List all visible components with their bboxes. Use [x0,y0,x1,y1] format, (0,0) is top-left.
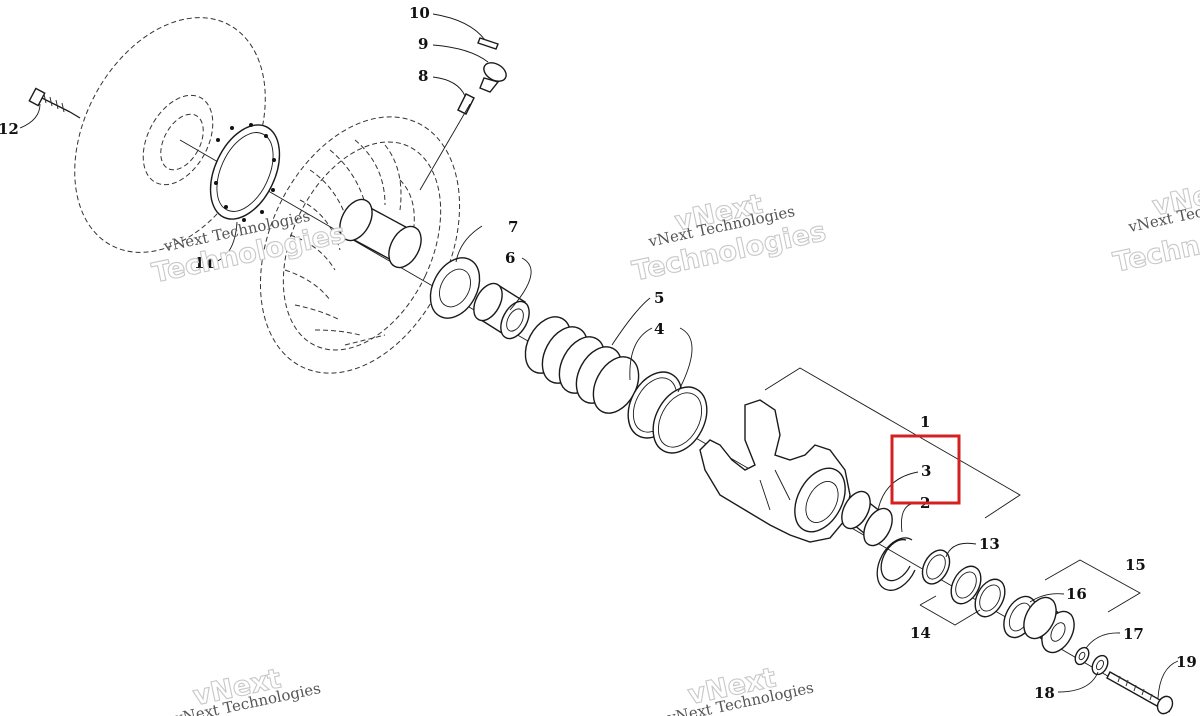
callout-10: 10 [409,4,430,22]
part-5-spring [524,316,640,414]
callout-11: 11 [194,254,215,272]
callout-17: 17 [1123,625,1144,643]
part-18-washer [1091,654,1109,676]
part-11-ring-plate [209,123,281,222]
callout-7: 7 [508,218,518,236]
part-8-pin [457,93,475,115]
callout-19: 19 [1176,653,1197,671]
watermark-right: vNext Technologies vNext Technologies [1110,173,1200,279]
callout-18: 18 [1034,684,1055,702]
watermark-bottom-left: vNext vNext Technologies [172,663,322,716]
part-3-bushing [841,490,893,547]
part-2-snap-ring [876,537,916,591]
callout-8: 8 [418,67,428,85]
leader-lines [19,13,1179,699]
part-19-bolt [1106,671,1174,715]
part-9-knob [479,62,507,93]
part-6-bushing [473,282,530,340]
part-4-rings [627,371,708,454]
callout-3: 3 [921,462,931,480]
callout-15: 15 [1125,556,1146,574]
part-13-ring [921,549,951,585]
callout-16: 16 [1066,585,1087,603]
watermark-center: vNext Technologies vNext Technologies [629,188,829,288]
part-15-cap [1023,596,1075,654]
part-7-washer [429,257,481,319]
sheave-hub [339,198,422,269]
callout-13: 13 [979,535,1000,553]
part-17-washer [1074,646,1090,666]
watermark-bottom-center: vNext vNext Technologies [665,662,815,716]
part-14-rings [950,565,1006,618]
callout-12: 12 [0,120,19,138]
callout-9: 9 [418,35,428,53]
callout-14: 14 [910,624,931,642]
part-1-housing [699,399,851,543]
pin-axis [419,103,471,191]
callout-6: 6 [505,249,515,267]
part-12-bolt [28,87,81,119]
callout-3-highlight-box [890,434,961,505]
callout-1: 1 [920,413,930,431]
part-10-pin [477,37,499,50]
group-brackets [764,367,1141,626]
callout-4: 4 [654,320,664,338]
callout-5: 5 [654,289,664,307]
